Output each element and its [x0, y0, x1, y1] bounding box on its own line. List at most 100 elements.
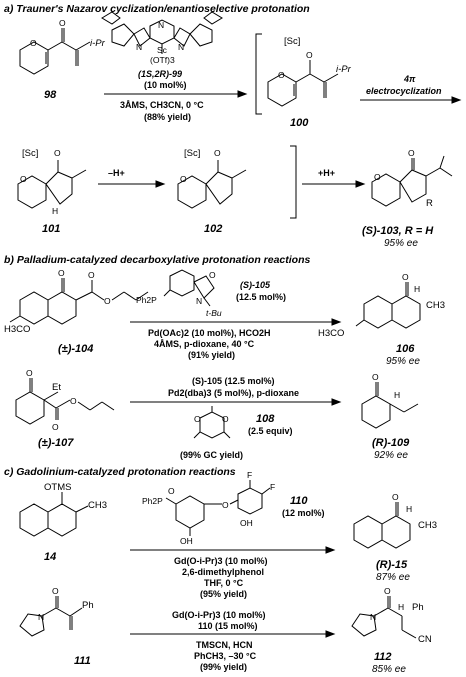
- cond-a2-top: 4π: [403, 74, 416, 84]
- atom-o-107: O: [26, 368, 33, 378]
- yield-b2: (99% GC yield): [180, 450, 243, 460]
- bracket-right: [290, 145, 297, 219]
- structure-109: [361, 382, 419, 429]
- ph-111: Ph: [82, 600, 94, 611]
- atom-n-99b: N: [136, 42, 142, 52]
- structure-103: [371, 155, 453, 207]
- atom-o-107b: O: [52, 422, 59, 432]
- atom-n-105: N: [196, 296, 202, 306]
- ee-15: 87% ee: [376, 572, 410, 583]
- ee-106: 95% ee: [386, 356, 420, 367]
- section-c-title: c) Gadolinium-catalyzed protonation reac…: [4, 466, 236, 478]
- ph-112: Ph: [412, 602, 424, 613]
- sc-102: [Sc]: [184, 148, 200, 159]
- cond-c2-3: TMSCN, HCN: [196, 640, 253, 650]
- ipr-100: i-Pr: [336, 64, 352, 75]
- label-104: (±)-104: [58, 343, 93, 355]
- cond-c1-1: Gd(O-i-Pr)3 (10 mol%): [174, 556, 268, 566]
- cond-c2-1: Gd(O-i-Pr)3 (10 mol%): [172, 610, 266, 620]
- label-103: (S)-103, R = H: [362, 225, 434, 237]
- atom-o-98b: O: [59, 18, 66, 28]
- atom-f-110a: F: [247, 470, 252, 480]
- label-107: (±)-107: [38, 437, 74, 449]
- label-111: 111: [74, 655, 91, 667]
- structure-108: [193, 406, 231, 439]
- sc-101: [Sc]: [22, 148, 38, 159]
- cond-b2-1: (S)-105 (12.5 mol%): [192, 376, 275, 386]
- label-101: 101: [42, 223, 60, 235]
- cond-a3: –H+: [108, 168, 125, 178]
- atom-o-108a: O: [194, 414, 201, 424]
- h3co-104: H3CO: [4, 324, 30, 335]
- yield-a1: (88% yield): [144, 112, 191, 122]
- label-108: 108: [256, 413, 275, 425]
- atom-oh-110: OH: [180, 536, 193, 546]
- structure-107: [15, 378, 115, 425]
- structure-15: [353, 502, 411, 549]
- ee-109: 92% ee: [374, 450, 408, 461]
- section-b-title: b) Palladium-catalyzed decarboxylative p…: [4, 254, 310, 266]
- yield-c2: (99% yield): [200, 662, 247, 672]
- label-109: (R)-109: [372, 437, 410, 449]
- atom-o-108b: O: [222, 414, 229, 424]
- atom-f-110b: F: [270, 482, 275, 492]
- ph2p-105: Ph2P: [136, 295, 157, 305]
- atom-o-109: O: [372, 372, 379, 382]
- section-a-title: a) Trauner's Nazarov cyclization/enantio…: [4, 3, 310, 15]
- h3co-106: H3CO: [318, 328, 344, 339]
- bracket-left: [255, 33, 262, 115]
- sc-100: [Sc]: [284, 36, 300, 47]
- label-102: 102: [204, 223, 222, 235]
- equiv-108: (2.5 equiv): [248, 426, 293, 436]
- atom-o-103b: O: [408, 148, 415, 158]
- atom-o-103: O: [374, 172, 381, 182]
- structure-101: [17, 160, 87, 209]
- atom-h-101: H: [52, 206, 58, 216]
- atom-o-101: O: [20, 174, 27, 184]
- catalyst-99-label: (1S,2R)-99: [138, 69, 182, 79]
- ligand-105-label: (S)-105: [240, 280, 271, 290]
- atom-o-106: O: [402, 272, 409, 282]
- atom-o-112: O: [384, 586, 391, 596]
- catalyst-99-loading: (10 mol%): [144, 80, 187, 90]
- atom-o-102b: O: [214, 148, 221, 158]
- atom-o-15: O: [392, 492, 399, 502]
- ligand-105-loading: (12.5 mol%): [236, 292, 286, 302]
- tbu-105: t-Bu: [206, 308, 222, 318]
- ch3-14: CH3: [88, 500, 107, 511]
- ipr-98: i-Pr: [90, 38, 106, 49]
- structure-104: [9, 278, 149, 325]
- cond-a1: 3ÅMS, CH3CN, 0 °C: [120, 100, 204, 110]
- atom-o-110b: O: [222, 500, 229, 510]
- atom-o-104: O: [58, 268, 65, 278]
- cond-a2-bottom: electrocyclization: [366, 86, 442, 96]
- structure-99-catalyst: [101, 11, 223, 54]
- structure-98: [19, 28, 91, 75]
- cond-c2-2: 110 (15 mol%): [198, 621, 258, 631]
- ph2p-110: Ph2P: [142, 496, 163, 506]
- ee-103: 95% ee: [384, 238, 418, 249]
- ch3-15: CH3: [418, 520, 437, 531]
- label-100: 100: [290, 117, 309, 129]
- cond-b1-1: Pd(OAc)2 (10 mol%), HCO2H: [148, 328, 271, 338]
- atom-sc-99: Sc: [157, 45, 168, 55]
- structure-112: [351, 596, 417, 639]
- cond-b1-2: 4ÅMS, p-dioxane, 40 °C: [154, 339, 255, 349]
- label-15: (R)-15: [376, 559, 408, 571]
- atom-o-105: O: [209, 270, 216, 280]
- atom-o-98: O: [30, 38, 37, 48]
- label-106: 106: [396, 343, 415, 355]
- atom-o-111: O: [52, 586, 59, 596]
- otms-14: OTMS: [44, 482, 71, 493]
- cn-112: CN: [418, 634, 432, 645]
- cond-c2-4: PhCH3, –30 °C: [194, 651, 257, 661]
- atom-n-99c: N: [178, 42, 184, 52]
- atom-o-104c: O: [104, 296, 111, 306]
- structure-14: [19, 492, 89, 537]
- structure-111: [19, 596, 83, 637]
- atom-o-107c: O: [70, 396, 77, 406]
- et-107: Et: [52, 382, 61, 393]
- ch3-106: CH3: [426, 300, 445, 311]
